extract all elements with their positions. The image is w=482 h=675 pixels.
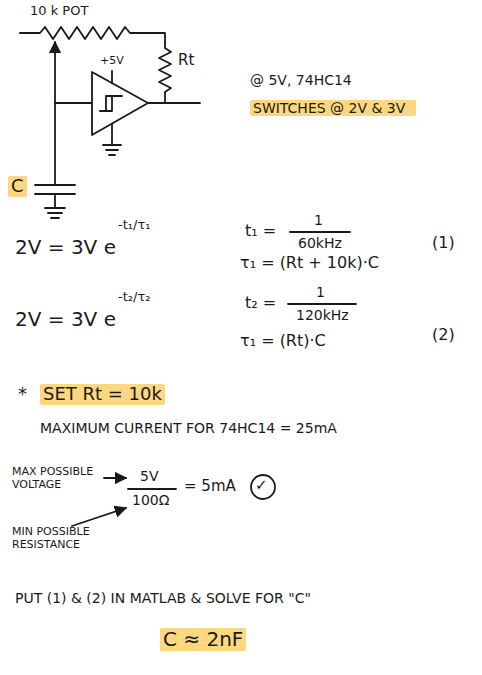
- handwritten-note: (1): [432, 234, 455, 252]
- hysteresis-symbol: [100, 96, 122, 111]
- handwritten-note: t₁ =: [245, 222, 276, 240]
- handwritten-note: 100Ω: [132, 492, 169, 508]
- handwritten-note: C: [8, 176, 27, 197]
- handwritten-note: t₂ =: [245, 294, 276, 312]
- handwritten-note: 2V = 3V e: [15, 308, 116, 331]
- wire: [111, 124, 113, 145]
- handwritten-note: -t₁/τ₁: [118, 218, 150, 233]
- handwritten-note: MIN POSSIBLE RESISTANCE: [12, 526, 112, 551]
- handwritten-note: SET Rt = 10k: [40, 384, 165, 405]
- schmitt-trigger-symbol: [92, 72, 148, 135]
- handwritten-note: 120kHz: [296, 307, 349, 323]
- resistor-symbol: [159, 43, 171, 103]
- wiper-arrow: [54, 42, 56, 103]
- fraction-bar: [290, 231, 350, 233]
- pointer-arrow: [104, 477, 126, 479]
- ground-symbol: [103, 145, 121, 155]
- handwritten-note: *: [18, 384, 27, 405]
- capacitor-symbol: [35, 185, 75, 194]
- handwritten-note: @ 5V, 74HC14: [250, 72, 352, 88]
- handwritten-note: = 5mA: [184, 478, 236, 495]
- handwritten-note: 2V = 3V e: [15, 236, 116, 259]
- handwritten-note: MAXIMUM CURRENT FOR 74HC14 = 25mA: [40, 420, 337, 436]
- fraction-bar: [288, 303, 356, 305]
- wire: [55, 102, 92, 104]
- handwritten-note: τ₁ = (Rt)·C: [240, 332, 326, 350]
- handwritten-note: +5V: [100, 55, 124, 68]
- handwritten-note: 1: [316, 284, 325, 300]
- handwritten-note: (2): [432, 326, 455, 344]
- wire: [54, 103, 56, 185]
- handwritten-note: MAX POSSIBLE VOLTAGE: [12, 466, 100, 491]
- handwritten-note: 1: [314, 212, 323, 228]
- handwritten-note: ✓: [255, 477, 268, 494]
- wire: [54, 194, 56, 208]
- handwritten-note: τ₁ = (Rt + 10k)·C: [240, 254, 379, 272]
- wire: [111, 71, 113, 83]
- ground-symbol: [45, 208, 65, 218]
- fraction-bar: [128, 488, 176, 490]
- handwritten-note: PUT (1) & (2) IN MATLAB & SOLVE FOR "C": [15, 590, 311, 606]
- handwritten-note: 60kHz: [298, 235, 342, 251]
- wire: [148, 102, 200, 104]
- pointer-arrow: [72, 508, 126, 526]
- handwritten-note: 10 k POT: [30, 4, 88, 19]
- handwritten-note: C ≈ 2nF: [160, 628, 246, 651]
- handwritten-note: SWITCHES @ 2V & 3V: [250, 100, 416, 116]
- handwritten-note: 5V: [140, 468, 158, 484]
- potentiometer-symbol: [20, 27, 165, 43]
- check-circle: [251, 475, 275, 499]
- handwritten-note: -t₂/τ₂: [118, 290, 150, 305]
- handwritten-note: Rt: [178, 52, 194, 69]
